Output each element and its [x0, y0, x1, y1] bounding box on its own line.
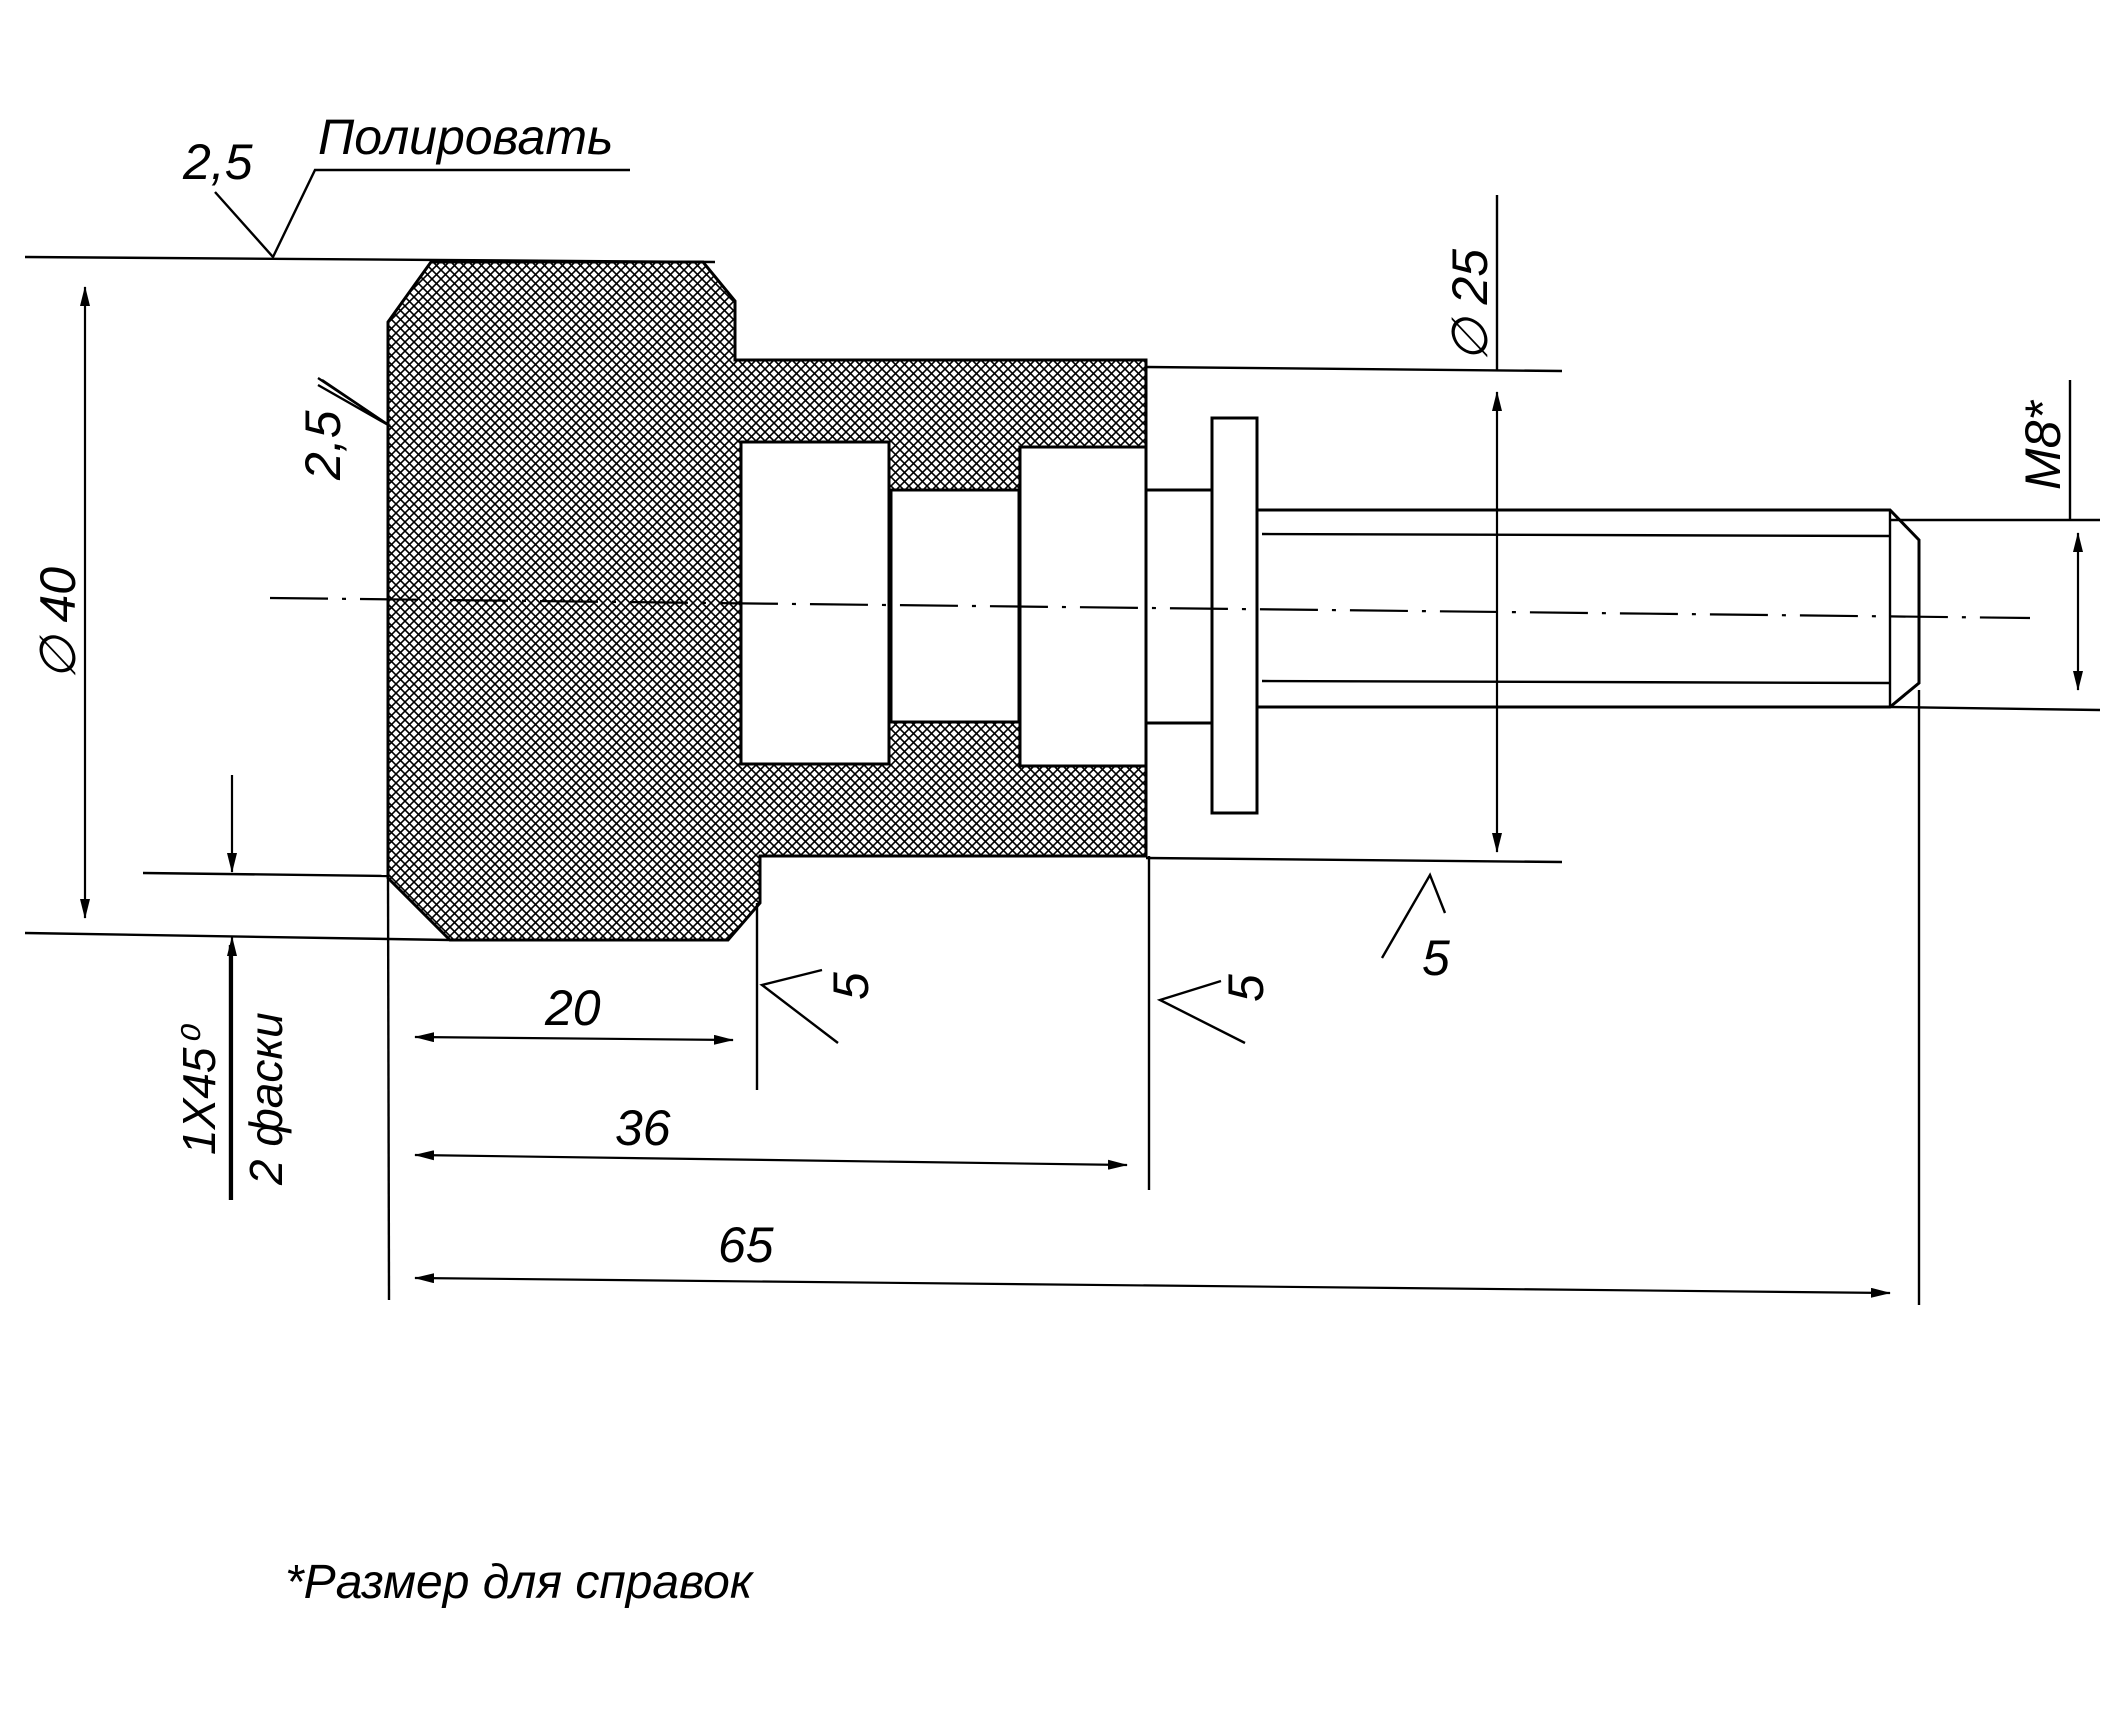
thread-label: M8* — [2015, 400, 2071, 490]
ext-top-outer — [24, 255, 716, 264]
roughness-top-label: 2,5 — [182, 134, 253, 190]
dia25-label: ∅ 25 — [1442, 249, 1498, 362]
dim-36 — [414, 1150, 1128, 1170]
roughness-c-label: 5 — [1422, 930, 1450, 986]
len-36-label: 36 — [615, 1100, 671, 1156]
dia40-label: ∅ 40 — [30, 567, 86, 680]
len-20-label: 20 — [544, 980, 601, 1036]
chamfer-size-label: 1X45⁰ — [173, 1023, 225, 1155]
threaded-shaft — [1257, 508, 1921, 709]
dim-20 — [414, 1032, 734, 1045]
ext-bottom-outer — [24, 931, 451, 942]
part-section — [386, 260, 1148, 942]
chamfer-count-label: 2 фаски — [240, 1012, 292, 1186]
len-65-label: 65 — [718, 1217, 774, 1273]
roughness-b-symbol — [1156, 979, 1246, 1045]
ext-chamfer — [142, 871, 389, 878]
roughness-top-symbol — [214, 168, 630, 260]
thread-line-bottom — [1261, 679, 1891, 685]
flange — [1210, 416, 1259, 815]
roughness-left-leader — [321, 379, 391, 427]
ext-body-bottom — [1145, 856, 1563, 864]
center-axis — [269, 596, 2031, 620]
ext-left — [386, 877, 391, 1301]
neck — [1144, 488, 1214, 725]
dim-65 — [414, 1273, 1891, 1298]
spindle — [1144, 416, 1921, 815]
roughness-left-label: 2,5 — [295, 410, 351, 481]
polish-note: Полировать — [318, 109, 613, 165]
ext-thread-bottom — [1889, 705, 2101, 712]
footnote: *Размер для справок — [285, 1556, 755, 1609]
dimension-lines — [80, 286, 2083, 1298]
roughness-a-label: 5 — [823, 972, 879, 1000]
roughness-a-symbol — [759, 968, 839, 1044]
roughness-c-symbol — [1380, 872, 1447, 959]
annotations: Полировать 2,5 2,5 5 5 5 ∅ 40 ∅ 25 M8* 1… — [30, 109, 2071, 1609]
roughness-b-label: 5 — [1218, 974, 1274, 1002]
thread-line-top — [1261, 532, 1891, 538]
ext-body-top — [1145, 365, 1563, 373]
roughness-marks — [214, 168, 1447, 1045]
extension-lines — [24, 195, 2101, 1305]
